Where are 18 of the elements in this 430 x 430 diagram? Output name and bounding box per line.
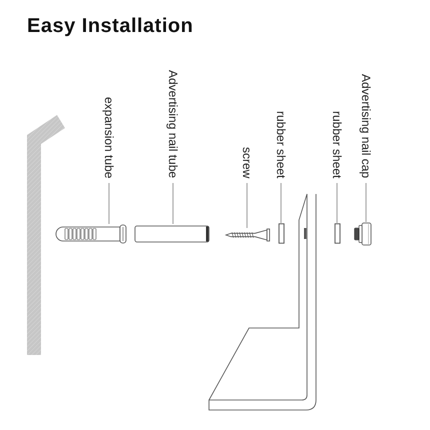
part-label: Advertising nail cap bbox=[359, 74, 373, 183]
part-label: rubber sheet bbox=[274, 110, 288, 183]
washer-drawing bbox=[278, 223, 285, 244]
washer-drawing bbox=[334, 223, 341, 244]
wall-plug-drawing bbox=[54, 224, 129, 244]
screw-drawing bbox=[225, 228, 271, 242]
leader-line bbox=[108, 182, 110, 224]
leader-line bbox=[336, 182, 338, 224]
part-label: rubber sheet bbox=[330, 110, 344, 183]
part-label: screw bbox=[240, 146, 254, 183]
leader-line bbox=[246, 182, 248, 228]
leader-line bbox=[172, 182, 174, 224]
title: Easy Installation bbox=[27, 14, 194, 39]
part-label: Advertising nail tube bbox=[166, 70, 180, 183]
leader-line bbox=[280, 182, 282, 224]
sleeve-drawing bbox=[134, 224, 211, 244]
cap-drawing bbox=[353, 222, 372, 246]
part-label: expansion tube bbox=[102, 96, 116, 183]
